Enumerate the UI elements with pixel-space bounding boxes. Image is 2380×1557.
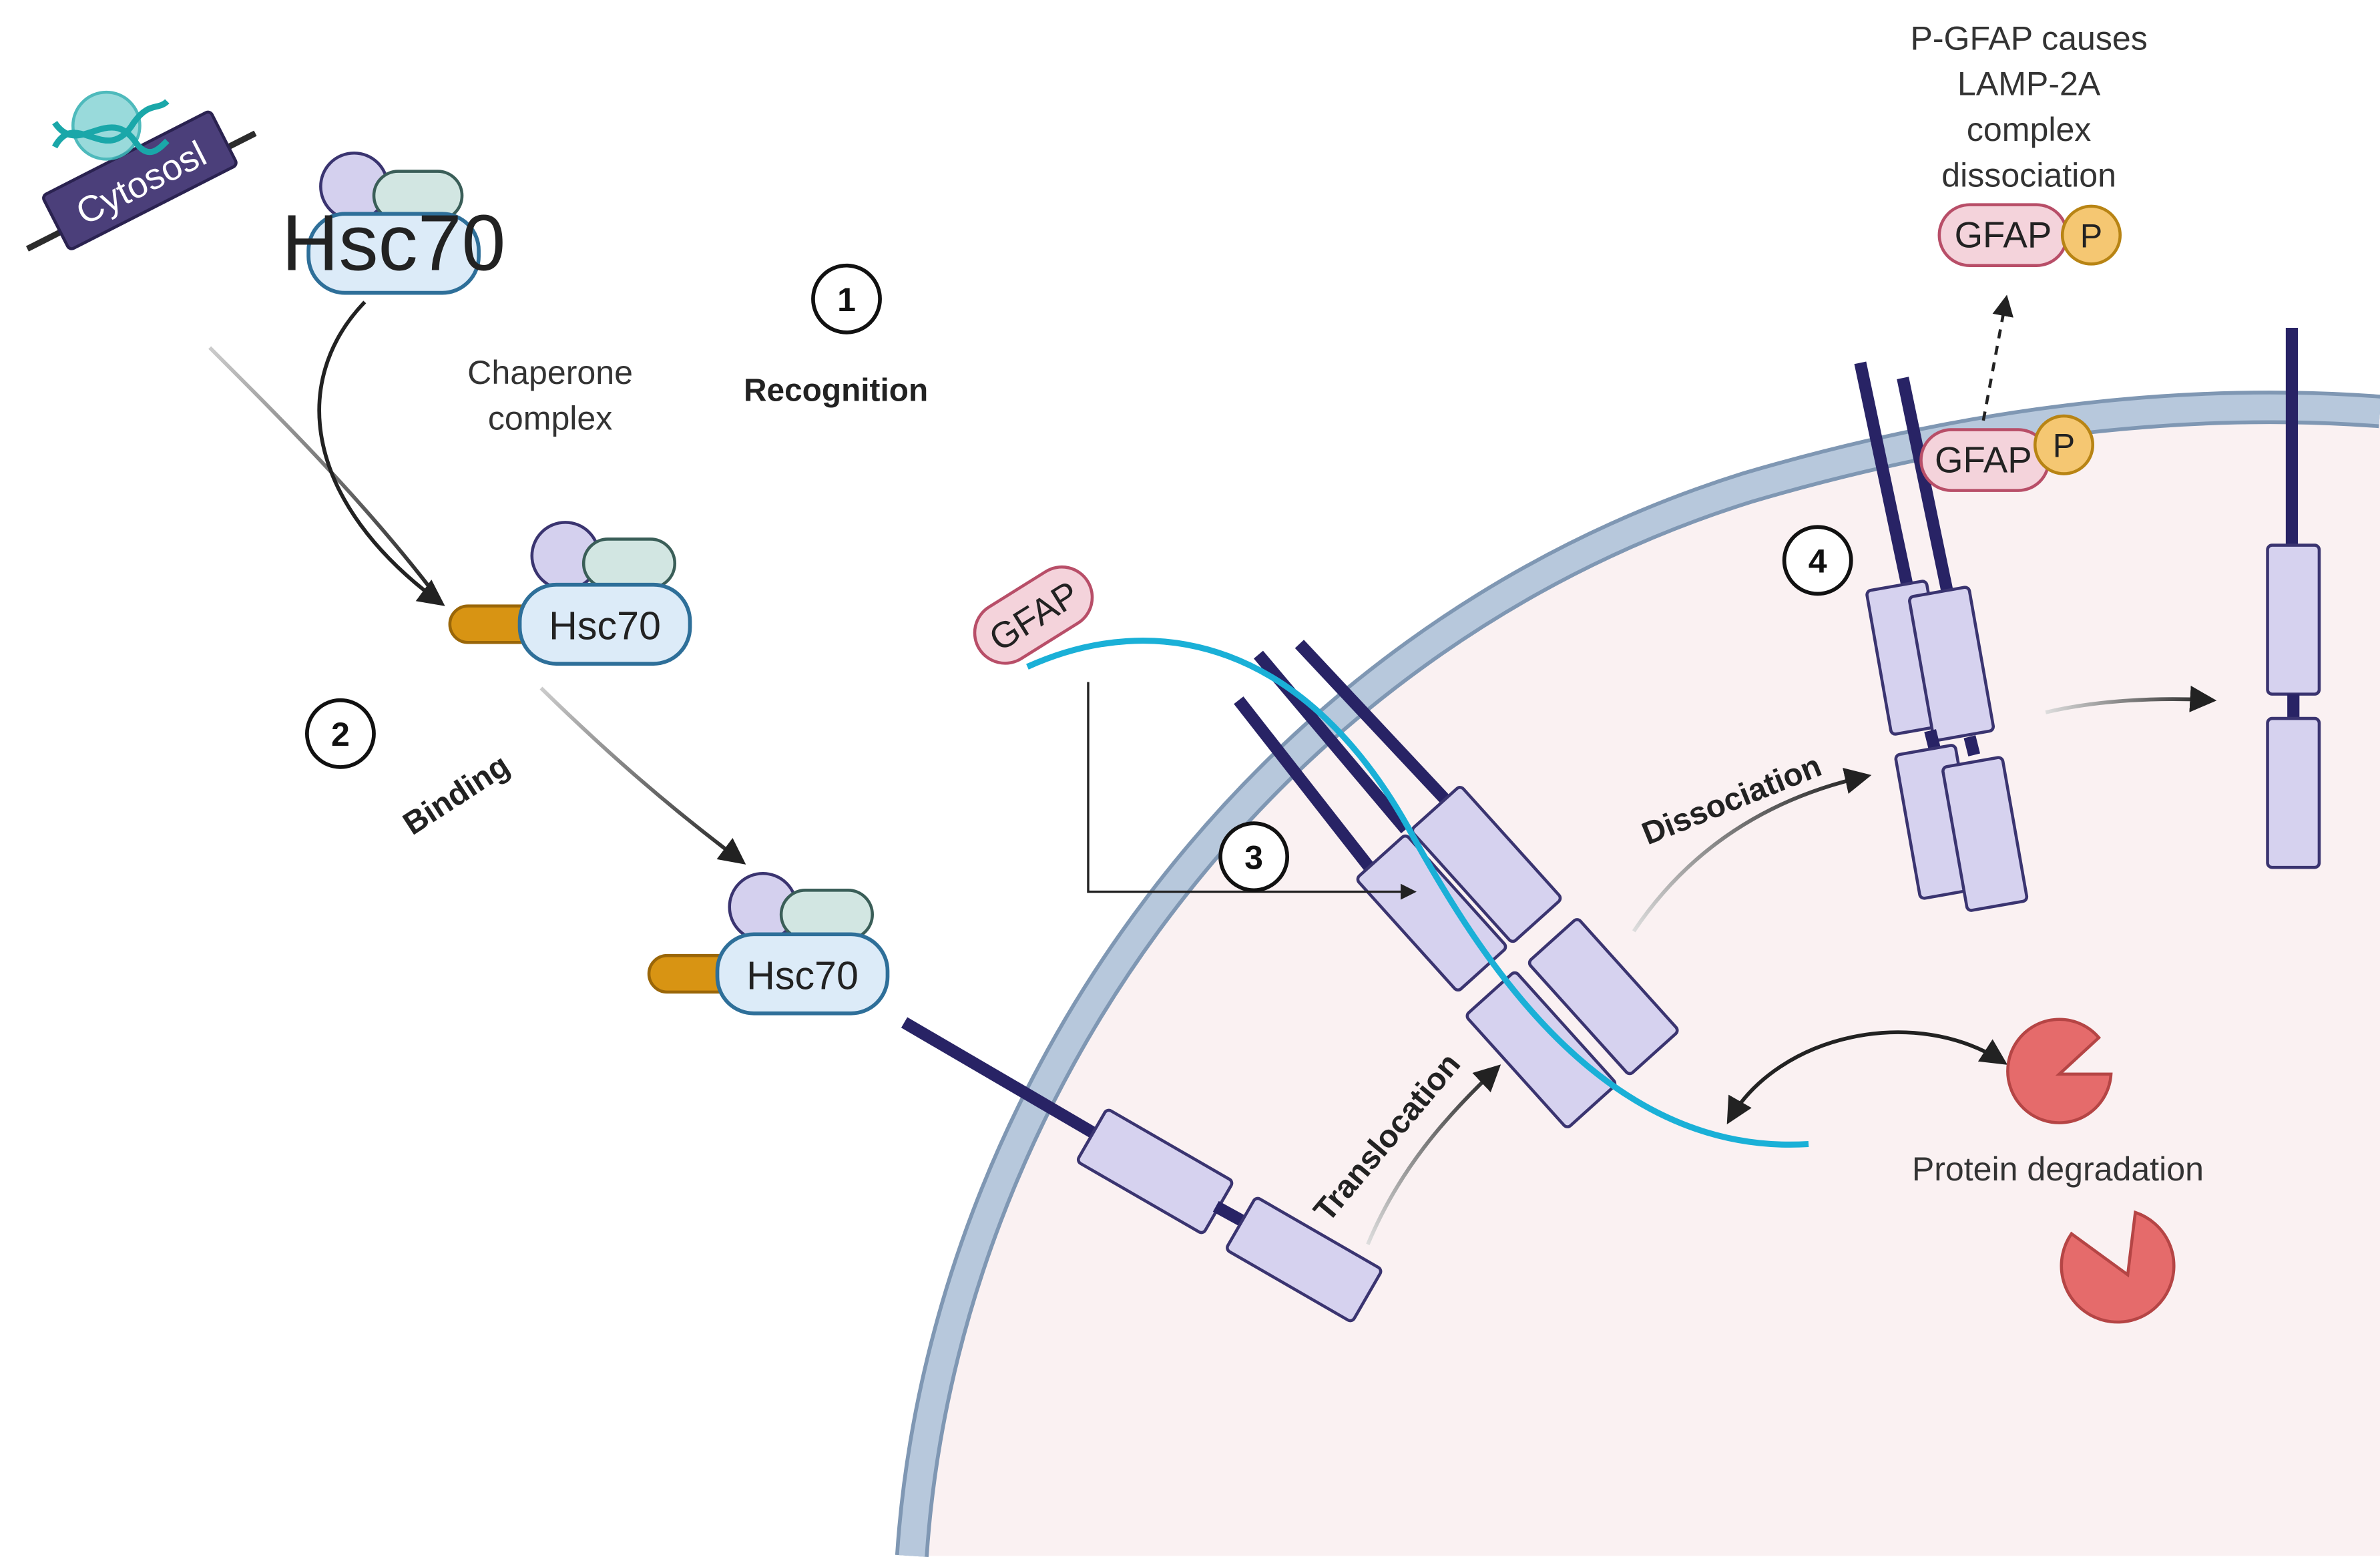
lamp-2a-monomer-released [2266,328,2321,869]
binding-arrow [539,686,746,865]
step-3-pointer-arrow [1087,682,1417,900]
substrate-strand [1026,638,1809,1148]
pgfap-note-line3: complex [1967,111,2091,148]
chaperone-complex-label-line2: complex [488,400,612,437]
recognition-arrow-cytosol [208,346,437,596]
hsc70-substrate-complex-bottom: Hsc70 [647,872,890,1016]
translocation-arrow [1366,1064,1501,1245]
dissociation-arrow [1632,768,1872,933]
p-gfap-released: GFAP P [1937,203,2122,267]
lysosome-lumen [911,407,2380,1556]
lysosome [895,391,2380,1557]
p-gfap-membrane: GFAP P [1919,414,2095,492]
hsc70-label-top: Hsc70 [282,200,506,288]
gfap-substrate: GFAP [973,565,1094,665]
gfap-label-membrane: GFAP [1935,439,2032,480]
step-1-number: 1 [837,281,856,318]
hsc70-substrate-complex-middle: Hsc70 [448,521,692,666]
step-3-number: 3 [1244,839,1263,876]
cytosol-dna-icon: Cytososl [25,90,257,252]
p-gfap-release-arrow [1981,294,2013,421]
step-4-number: 4 [1809,543,1827,580]
step-1-label: Recognition [744,373,928,408]
pgfap-note-line1: P-GFAP causes [1910,19,2147,57]
step-3-marker: 3 [1218,821,1290,893]
lamp-2a-monomer-approaching [901,1017,1383,1323]
hsc70-label-middle: Hsc70 [549,604,661,648]
step-4-marker: 4 [1782,525,1853,596]
degradation-double-arrow [1726,1030,2008,1124]
monomer-arrow [2045,686,2217,714]
protein-degradation-label: Protein degradation [1912,1150,2204,1188]
step-1-marker: 1 [811,263,882,335]
hsc70-chaperone-icon: Hsc70 [282,151,506,295]
protease-pacman-icon-2 [2060,1210,2176,1324]
pgfap-note-line2: LAMP-2A [1957,65,2101,103]
step-2-marker: 2 [305,698,376,769]
recognition-arrow-hsc70 [317,300,445,606]
lamp-2a-dimer-dissociating [1854,361,2029,912]
phospho-label-released: P [2080,217,2102,254]
hsc70-label-bottom: Hsc70 [746,953,859,997]
gfap-label-released: GFAP [1955,214,2052,255]
phospho-label-membrane: P [2053,427,2075,465]
step-2-number: 2 [331,716,350,753]
pgfap-note-line4: dissociation [1941,156,2116,194]
step-2-label: Binding [397,748,516,842]
protease-pacman-icon [2006,1018,2113,1124]
chaperone-complex-label-line1: Chaperone [467,354,633,391]
